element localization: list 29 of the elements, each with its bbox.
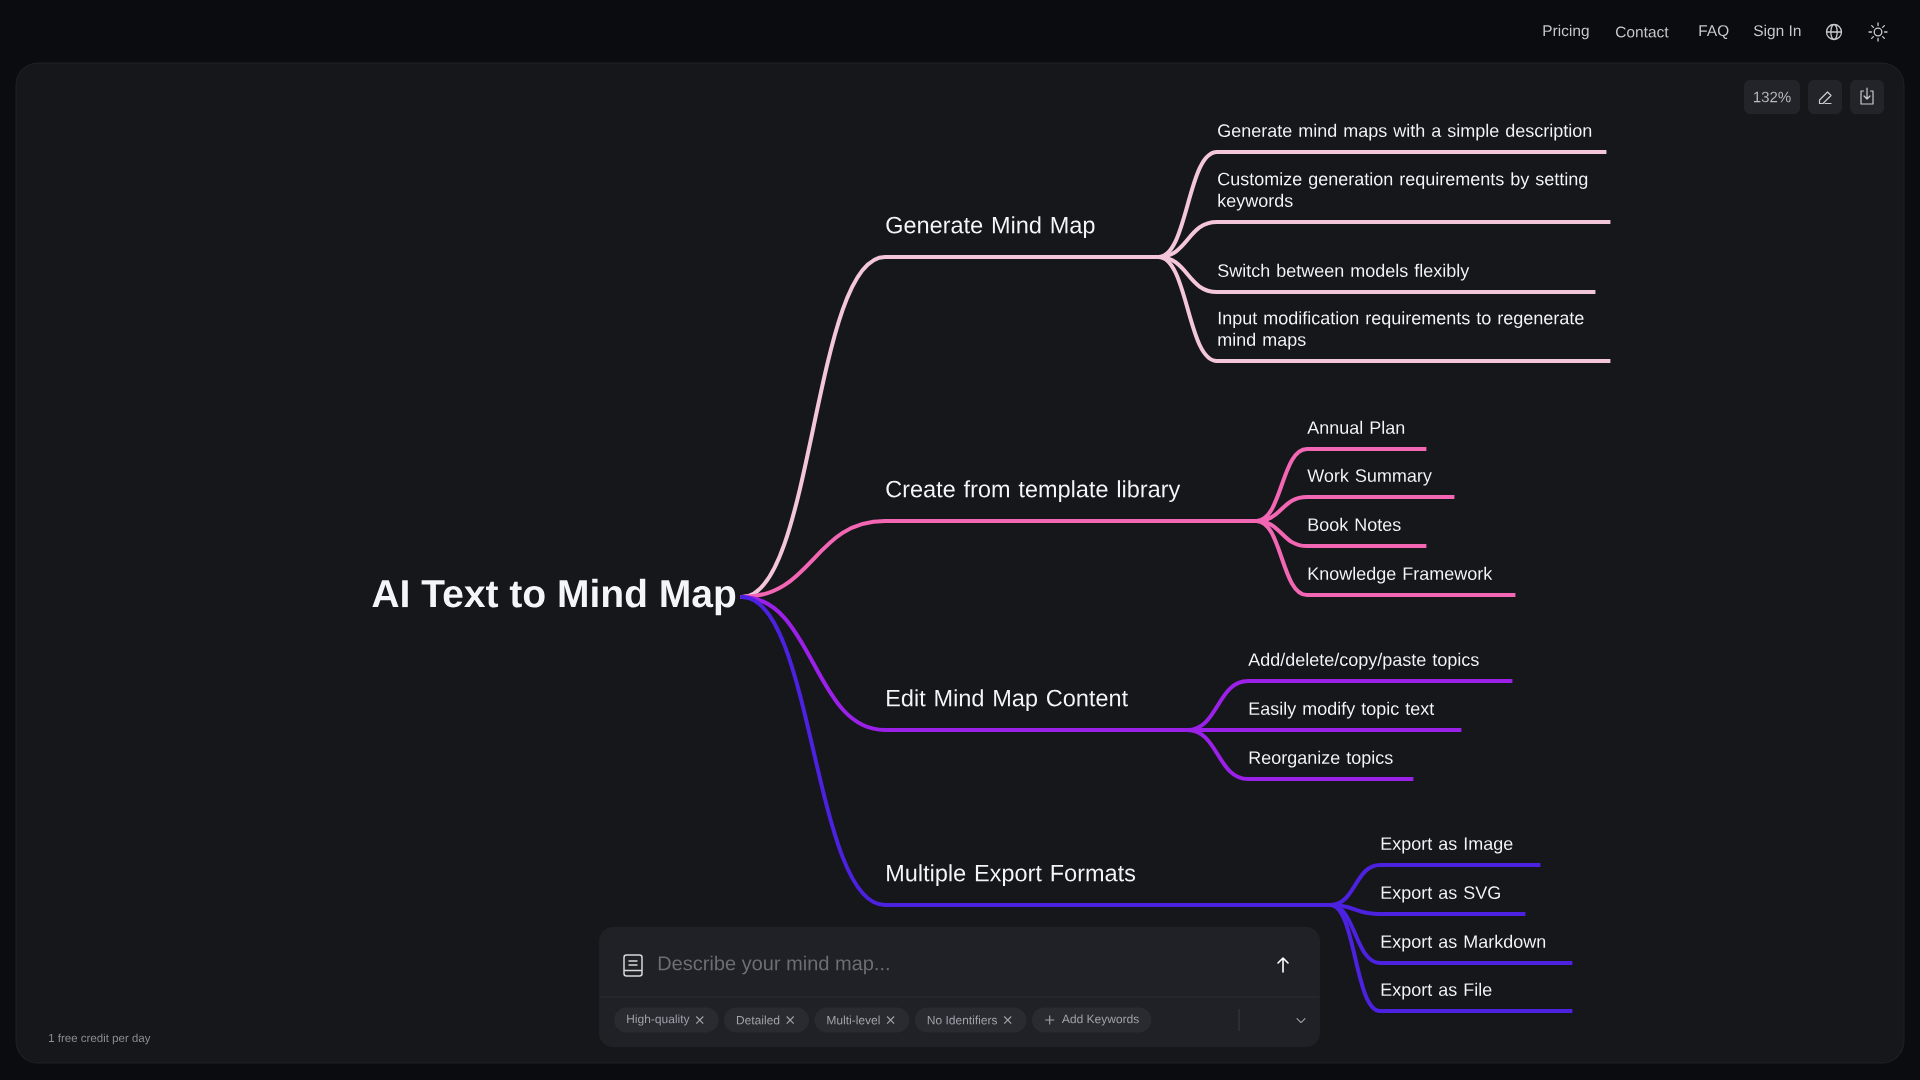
leaf-topic: Easily modify topic text bbox=[1248, 701, 1462, 732]
leaf-topic: Add/delete/copy/paste topics bbox=[1248, 652, 1513, 683]
leaf-topic: Customize generation requirements by setting keywords bbox=[1217, 172, 1611, 224]
branch-topic: Create from template library bbox=[885, 480, 1257, 523]
nav-link: FAQ bbox=[1699, 25, 1729, 39]
branch-topic: Multiple Export Formats bbox=[885, 864, 1331, 907]
root-topic: AI Text to Mind Map bbox=[372, 578, 736, 616]
branch-line bbox=[1185, 728, 1250, 781]
leaf-topic: Export as Markdown bbox=[1380, 934, 1573, 965]
branch-topic: Generate Mind Map bbox=[885, 216, 1159, 259]
leaf-topic: Export as SVG bbox=[1380, 886, 1526, 916]
branch-line bbox=[1156, 255, 1219, 363]
nav-link: Contact bbox=[1616, 26, 1669, 38]
branch-topic: Edit Mind Map Content bbox=[885, 689, 1188, 732]
credit-note: 1 free credit per day bbox=[49, 1033, 151, 1045]
leaf-topic: Book Notes bbox=[1307, 517, 1427, 548]
nav-link: Pricing bbox=[1543, 24, 1589, 40]
leaf-topic: Annual Plan bbox=[1307, 420, 1427, 451]
zoom-level-button: 132% bbox=[1744, 80, 1800, 114]
leaf-topic: Input modification requirements to regenerate mind maps bbox=[1217, 311, 1611, 363]
leaf-topic: Export as File bbox=[1380, 982, 1573, 1013]
branch-line bbox=[740, 595, 887, 907]
nav-link: Sign In bbox=[1753, 24, 1801, 40]
leaf-topic: Export as Image bbox=[1380, 837, 1541, 867]
leaf-topic: Knowledge Framework bbox=[1307, 566, 1516, 597]
leaf-topic: Reorganize topics bbox=[1248, 750, 1414, 781]
leaf-topic: Generate mind maps with a simple description bbox=[1217, 123, 1607, 154]
leaf-topic: Work Summary bbox=[1307, 468, 1455, 499]
leaf-topic: Switch between models flexibly bbox=[1217, 263, 1596, 294]
